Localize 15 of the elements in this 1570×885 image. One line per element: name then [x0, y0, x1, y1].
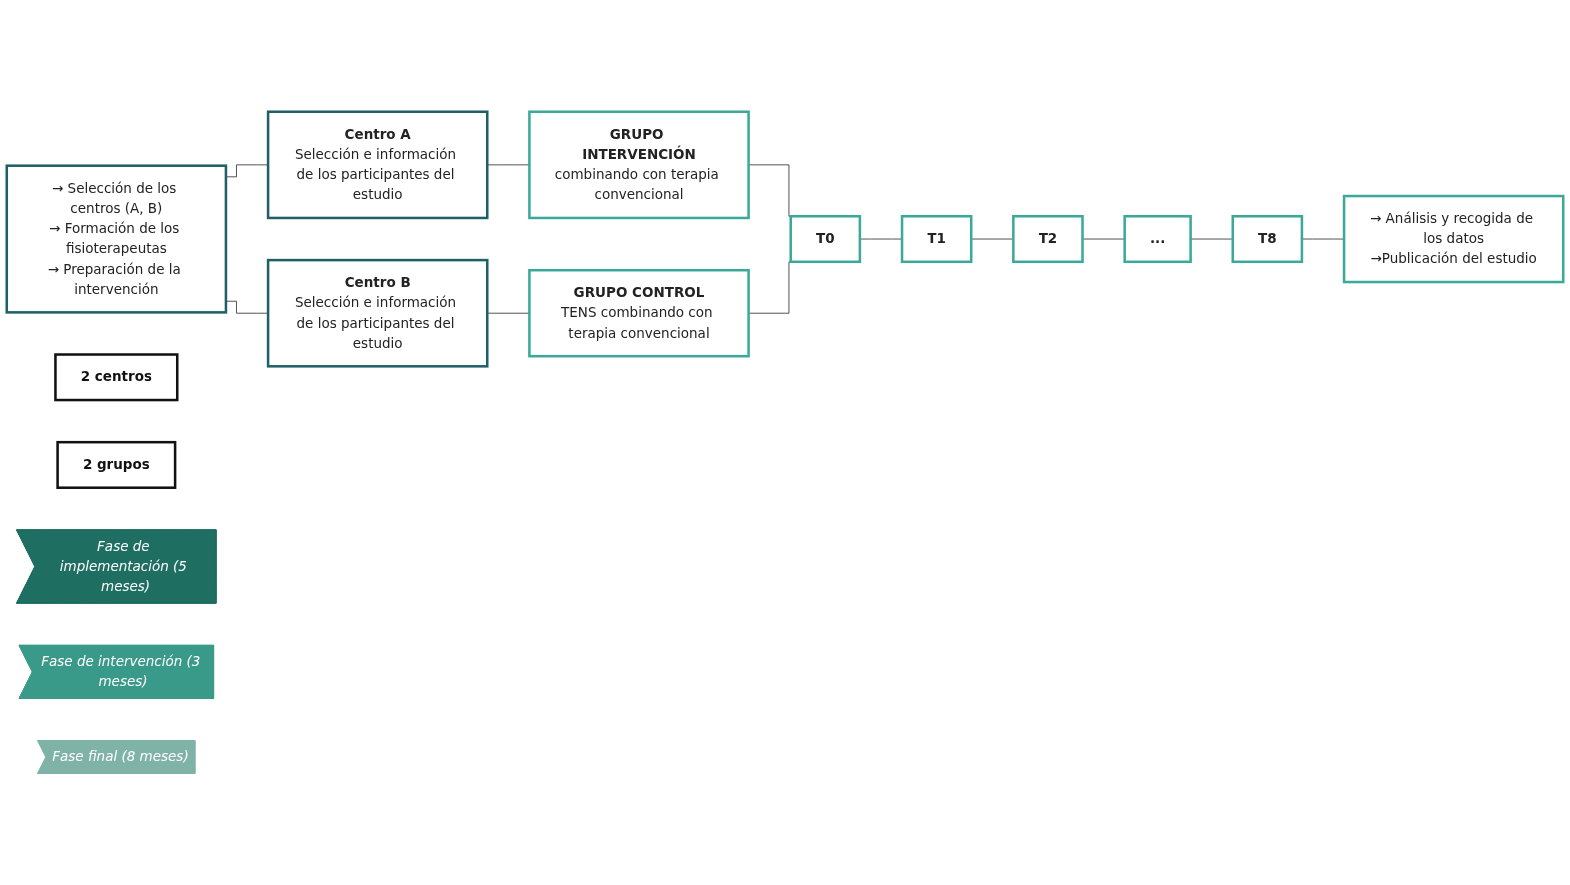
node-box: → Análisis y recogida de los datos →Publicación del estudio — [1342, 194, 1565, 284]
node-box: GRUPO CONTROL TENS combinando con terapia convencional — [528, 268, 750, 358]
node-box: 2 grupos — [56, 440, 177, 489]
node-box: Centro B Selección e información de los participantes del estudio — [266, 258, 489, 368]
node-box: GRUPO INTERVENCIÓN combinando con terapia convencional — [528, 110, 750, 220]
node-box: T1 — [900, 214, 973, 263]
connector — [225, 300, 269, 314]
node-box: Centro A Selección e información de los participantes del estudio — [266, 110, 489, 220]
node-box: T2 — [1012, 214, 1084, 263]
node-box: T0 — [789, 214, 862, 263]
node-box: T8 — [1231, 214, 1304, 263]
node-box: 2 centros — [54, 353, 179, 402]
node-box: → Selección de los centros (A, B) → Formación de los fisioterapeutas → Preparación de la intervención — [5, 164, 228, 314]
connector — [225, 164, 269, 178]
node-box: ... — [1123, 214, 1192, 263]
